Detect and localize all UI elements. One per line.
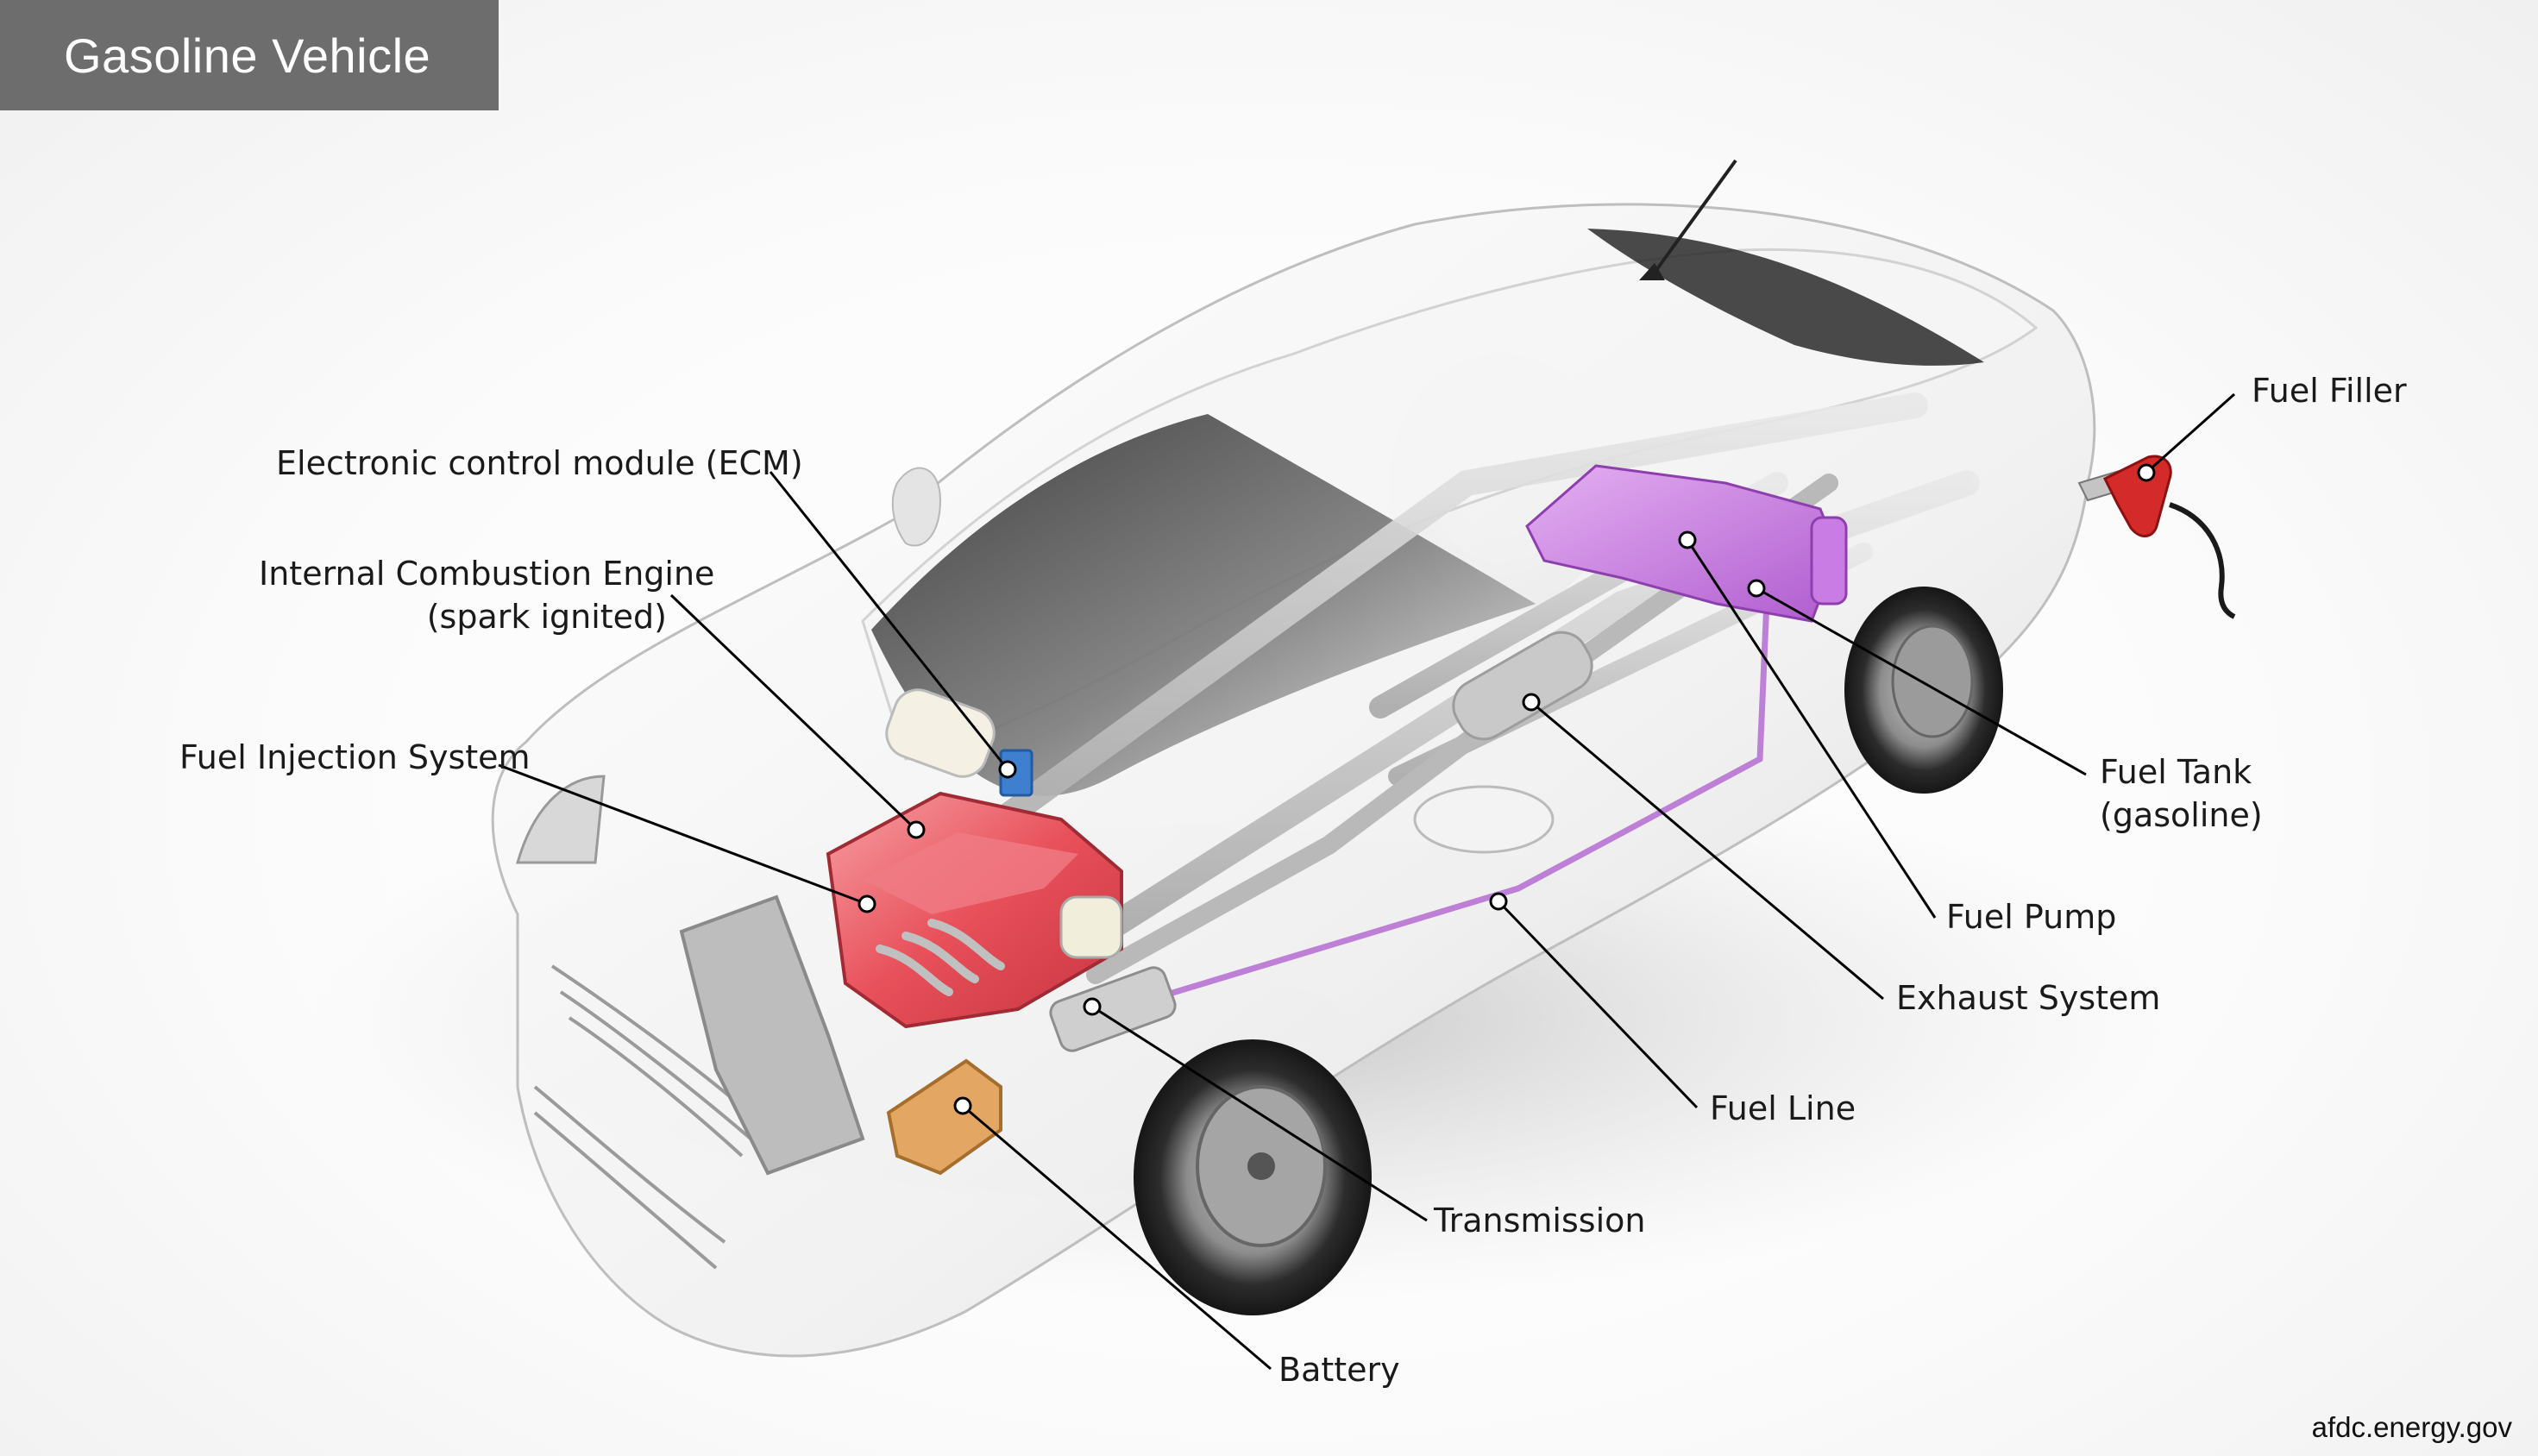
leader-engine [669,593,918,832]
label-fuel-line: Fuel Line [1710,1089,1856,1127]
leader-fuel-line [1497,900,1699,1109]
fuel-line [1059,560,1772,1030]
radiator [679,894,865,1176]
seat [1413,785,1555,854]
title-banner: Gasoline Vehicle [0,0,499,110]
page-title: Gasoline Vehicle [64,28,431,83]
fuel-nozzle [2077,455,2236,619]
battery-unit [886,1058,1002,1176]
label-fuel-tank-line1: Fuel Tank [2100,753,2252,791]
transmission-housing [1049,966,1177,1052]
label-fuel-tank: Fuel Tank (gasoline) [2100,750,2263,837]
side-mirror [891,467,942,547]
label-engine: Internal Combustion Engine (spark ignite… [259,552,715,638]
label-fuel-tank-line2: (gasoline) [2100,796,2263,834]
leader-fuel-injection [498,763,868,906]
label-battery: Battery [1278,1351,1400,1389]
leader-endpoints [858,463,2156,1115]
leader-lines [498,392,2235,1371]
label-exhaust: Exhaust System [1896,979,2161,1017]
label-fuel-filler: Fuel Filler [2252,372,2407,410]
label-engine-line2: (spark ignited) [426,598,667,636]
windshield [871,414,1536,796]
leader-battery [962,1104,1272,1371]
engine-block [826,791,1123,1029]
coolant-reservoir [1059,895,1123,959]
leader-fuel-filler [2145,392,2235,474]
label-engine-line1: Internal Combustion Engine [259,555,715,593]
leader-fuel-tank [1756,587,2087,776]
antenna [1650,159,1737,278]
leader-ecm [769,471,1009,770]
label-fuel-pump: Fuel Pump [1946,898,2117,936]
label-fuel-injection: Fuel Injection System [179,738,531,776]
leader-transmission [1091,1005,1428,1222]
front-grille [533,964,761,1270]
leader-fuel-pump [1686,539,1937,919]
label-transmission: Transmission [1434,1202,1646,1239]
label-ecm: Electronic control module (ECM) [276,444,803,482]
leader-exhaust [1530,700,1884,1001]
rear-window [1587,229,1984,366]
source-credit: afdc.energy.gov [2311,1411,2512,1443]
rear-right-wheel [1844,587,2003,794]
front-right-wheel [1134,1039,1372,1315]
